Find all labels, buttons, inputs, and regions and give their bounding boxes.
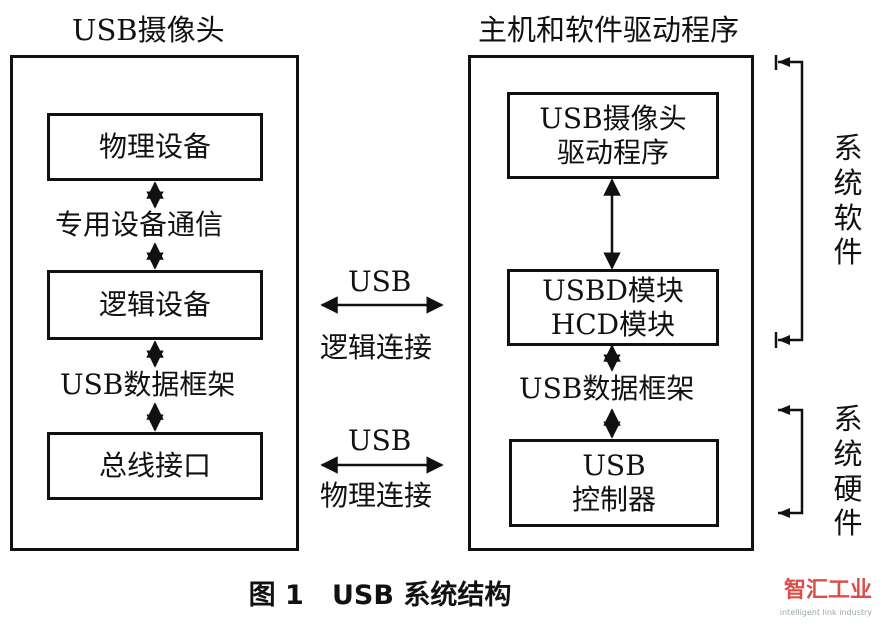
usb-controller-line2: 控制器 bbox=[571, 483, 656, 516]
usb-physical-label: USB bbox=[348, 424, 412, 457]
dedicated-device-communication-label: 专用设备通信 bbox=[55, 208, 224, 241]
figure-caption: 图 1 USB 系统结构 bbox=[248, 580, 512, 611]
watermark-text: 智汇工业 bbox=[783, 578, 872, 603]
left-panel-title: USB摄像头 bbox=[72, 13, 225, 47]
system-hardware-label: 系统硬件 bbox=[833, 402, 863, 541]
usb-logical-label: USB bbox=[348, 265, 412, 298]
camera-driver-box: USB摄像头 驱动程序 bbox=[507, 92, 719, 179]
camera-driver-line1: USB摄像头 bbox=[539, 101, 687, 135]
bracket-system-hardware bbox=[778, 408, 804, 515]
watermark-logo: 智汇工业 intelligent link industry bbox=[696, 572, 876, 622]
physical-device-box: 物理设备 bbox=[47, 113, 263, 181]
watermark-tag: intelligent link industry bbox=[779, 608, 872, 617]
right-usb-data-frame-label: USB数据框架 bbox=[519, 372, 695, 405]
bracket-system-software bbox=[778, 60, 804, 342]
left-usb-data-frame-label: USB数据框架 bbox=[60, 368, 236, 401]
bus-interface-box: 总线接口 bbox=[47, 432, 263, 500]
system-software-label: 系统软件 bbox=[833, 131, 863, 270]
usb-controller-line1: USB bbox=[582, 449, 646, 483]
hcd-module-label: HCD模块 bbox=[550, 307, 676, 341]
usbd-module-label: USBD模块 bbox=[542, 273, 684, 307]
logical-connection-label: 逻辑连接 bbox=[320, 331, 433, 364]
logical-device-box: 逻辑设备 bbox=[47, 270, 263, 340]
camera-driver-line2: 驱动程序 bbox=[556, 135, 669, 169]
usbd-hcd-box: USBD模块 HCD模块 bbox=[507, 269, 719, 346]
logical-device-label: 逻辑设备 bbox=[98, 288, 211, 322]
usb-controller-box: USB 控制器 bbox=[509, 439, 719, 527]
right-panel-title: 主机和软件驱动程序 bbox=[478, 13, 740, 47]
physical-connection-label: 物理连接 bbox=[320, 479, 433, 512]
physical-device-label: 物理设备 bbox=[98, 130, 211, 164]
bus-interface-label: 总线接口 bbox=[98, 449, 211, 483]
